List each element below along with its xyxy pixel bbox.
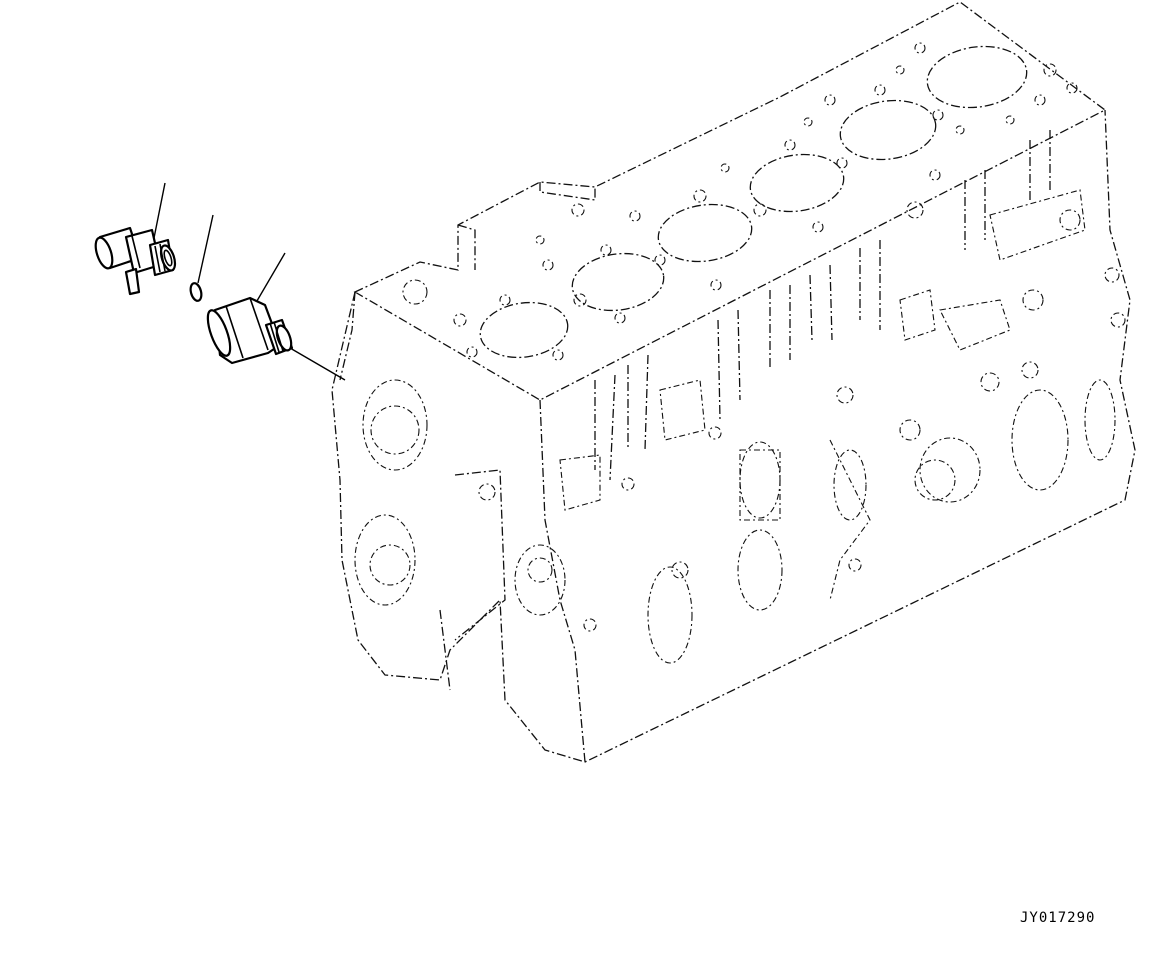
figure-code: JY017290: [1020, 910, 1096, 926]
o-ring-icon: [189, 282, 203, 302]
adapter-icon: [206, 296, 294, 365]
engine-block-icon: [331, 1, 1136, 763]
sensor-icon: [94, 226, 177, 296]
